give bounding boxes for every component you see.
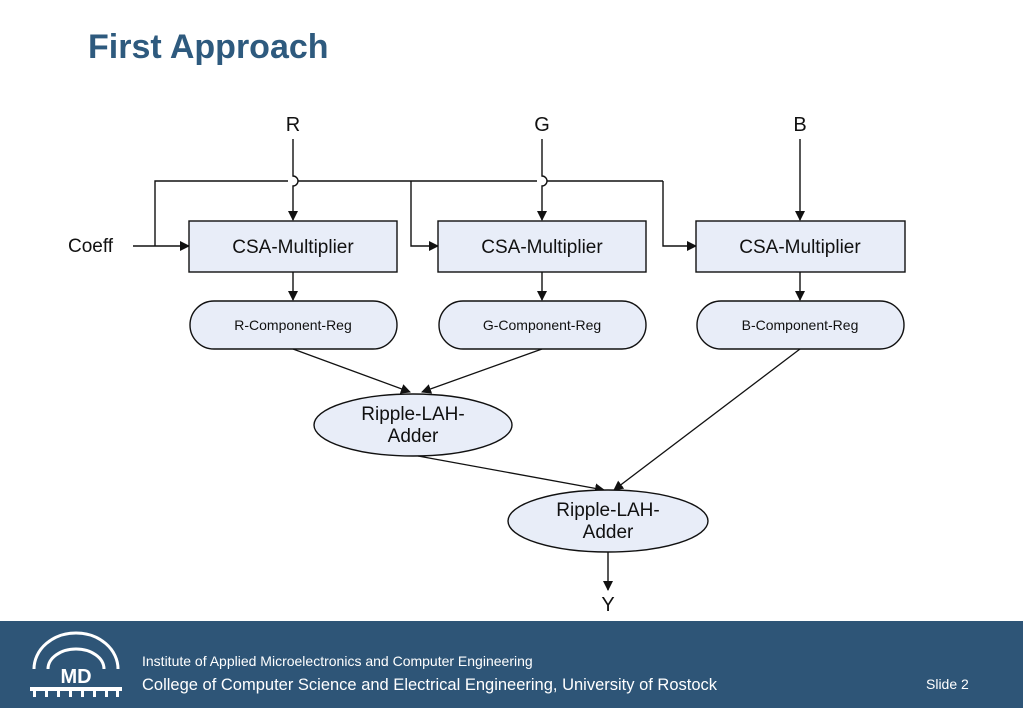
- register-b-label: B-Component-Reg: [742, 317, 859, 333]
- output-label-y: Y: [601, 594, 614, 616]
- wire-coeff-b: [662, 181, 697, 251]
- adder-1-label-line2: Adder: [388, 426, 439, 447]
- footer-college: College of Computer Science and Electric…: [142, 676, 718, 694]
- adder-2-label-line2: Adder: [583, 522, 634, 543]
- adder-1: [313, 393, 513, 457]
- footer-bar: MD Institute of Applied Microelectronics…: [0, 621, 1023, 708]
- wire-coeff-bus: [154, 180, 663, 246]
- csa-multiplier-g-label: CSA-Multiplier: [481, 237, 603, 258]
- input-label-r: R: [286, 114, 300, 136]
- footer-institute: Institute of Applied Microelectronics an…: [142, 653, 533, 669]
- csa-multiplier-r-label: CSA-Multiplier: [232, 237, 354, 258]
- adder-2-label-line1: Ripple-LAH-: [556, 500, 659, 521]
- input-label-g: G: [534, 114, 550, 136]
- block-diagram: R G B Coeff CSA-Multiplier CSA-Multiplie…: [68, 114, 906, 616]
- register-g: [438, 300, 647, 350]
- logo-text: MD: [60, 666, 91, 688]
- slide-number: Slide 2: [926, 676, 969, 692]
- slide-title: First Approach: [88, 28, 329, 66]
- md-logo-icon: MD: [30, 631, 122, 697]
- wire-reg-g-adder1: [421, 348, 543, 394]
- csa-multiplier-b-label: CSA-Multiplier: [739, 237, 861, 258]
- wire-g-input: [537, 139, 548, 221]
- csa-multiplier-r: [188, 220, 398, 273]
- wire-reg-b-adder2: [613, 348, 801, 491]
- input-label-coeff: Coeff: [68, 236, 114, 257]
- register-g-label: G-Component-Reg: [483, 317, 601, 333]
- wire-coeff-g: [410, 181, 439, 251]
- wire-reg-r-adder1: [292, 348, 411, 394]
- csa-multiplier-b: [695, 220, 906, 273]
- register-b: [696, 300, 905, 350]
- wire-adder1-adder2: [417, 455, 605, 494]
- input-label-b: B: [793, 114, 806, 136]
- register-r-label: R-Component-Reg: [234, 317, 352, 333]
- adder-1-label-line1: Ripple-LAH-: [361, 404, 464, 425]
- wire-r-input: [288, 139, 299, 221]
